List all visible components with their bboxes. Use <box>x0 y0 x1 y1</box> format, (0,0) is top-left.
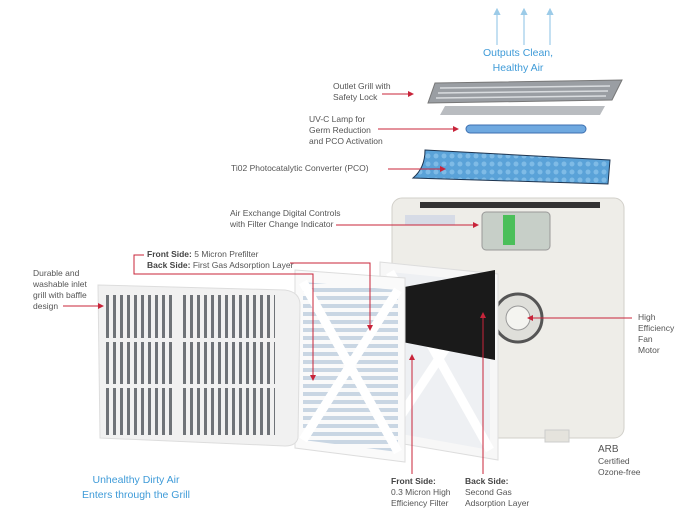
fan-line3: Fan <box>638 334 653 344</box>
inlet-grill-label: Durable and washable inlet grill with ba… <box>33 268 87 312</box>
uvc-line3: and PCO Activation <box>309 136 383 146</box>
outlet-grill-label: Outlet Grill with Safety Lock <box>333 81 391 103</box>
fan-line1: High <box>638 312 656 322</box>
inlet-grill-line4: design <box>33 301 59 311</box>
second-gas-line1: Second Gas <box>465 487 512 497</box>
arb-line2: Certified <box>598 456 630 466</box>
outputs-line1: Outputs Clean, <box>483 47 554 59</box>
prefilter-back-value: First Gas Adsorption Layer <box>192 260 294 270</box>
controls-label: Air Exchange Digital Controls with Filte… <box>230 208 341 230</box>
arb-line1: ARB <box>598 444 619 455</box>
outlet-grill-line1: Outlet Grill with <box>333 81 391 91</box>
fan-motor-label: High Efficiency Fan Motor <box>638 312 674 356</box>
second-gas-key: Back Side: <box>465 476 509 486</box>
prefilter-label: Front Side: 5 Micron Prefilter Back Side… <box>147 249 293 271</box>
uvc-lamp <box>465 124 587 134</box>
controls-line1: Air Exchange Digital Controls <box>230 208 341 218</box>
outlet-grill-line2: Safety Lock <box>333 92 378 102</box>
hepa-label: Front Side: 0.3 Micron High Efficiency F… <box>391 476 451 509</box>
controls-line2: with Filter Change Indicator <box>230 219 334 229</box>
pco-label: Ti02 Photocatalytic Converter (PCO) <box>231 163 369 173</box>
inlet-grill <box>97 284 301 447</box>
outflow-arrows <box>493 7 554 45</box>
inlet-air-line1: Unhealthy Dirty Air <box>92 474 180 486</box>
inlet-air-line2: Enters through the Grill <box>82 489 190 501</box>
inlet-air-label: Unhealthy Dirty Air Enters through the G… <box>82 473 190 503</box>
outputs-clean-air-label: Outputs Clean, Healthy Air <box>483 46 553 76</box>
hepa-line2: Efficiency Filter <box>391 498 449 508</box>
fan-line4: Motor <box>638 345 660 355</box>
fan-line2: Efficiency <box>638 323 675 333</box>
uvc-line2: Germ Reduction <box>309 125 371 135</box>
uvc-line1: UV-C Lamp for <box>309 114 366 124</box>
inlet-grill-line3: grill with baffle <box>33 290 87 300</box>
uvc-lamp-label: UV-C Lamp for Germ Reduction and PCO Act… <box>309 114 383 147</box>
prefilter-front-value: 5 Micron Prefilter <box>194 249 259 259</box>
hepa-line1: 0.3 Micron High <box>391 487 451 497</box>
outlet-grill <box>427 79 623 115</box>
inlet-grill-line2: washable inlet <box>33 279 87 289</box>
pco-sheet <box>411 149 611 185</box>
inlet-grill-line1: Durable and <box>33 268 80 278</box>
outputs-line2: Healthy Air <box>492 62 544 74</box>
prefilter-back-key: Back Side: <box>147 260 191 270</box>
arb-line3: Ozone-free <box>598 467 641 477</box>
second-gas-label: Back Side: Second Gas Adsorption Layer <box>465 476 529 509</box>
second-gas-line2: Adsorption Layer <box>465 498 530 508</box>
prefilter <box>294 269 406 463</box>
callout-arrows <box>63 91 632 474</box>
hepa-key: Front Side: <box>391 476 436 486</box>
arb-certification-label: ARB Certified Ozone-free <box>598 444 641 478</box>
prefilter-front-key: Front Side: <box>147 249 192 259</box>
